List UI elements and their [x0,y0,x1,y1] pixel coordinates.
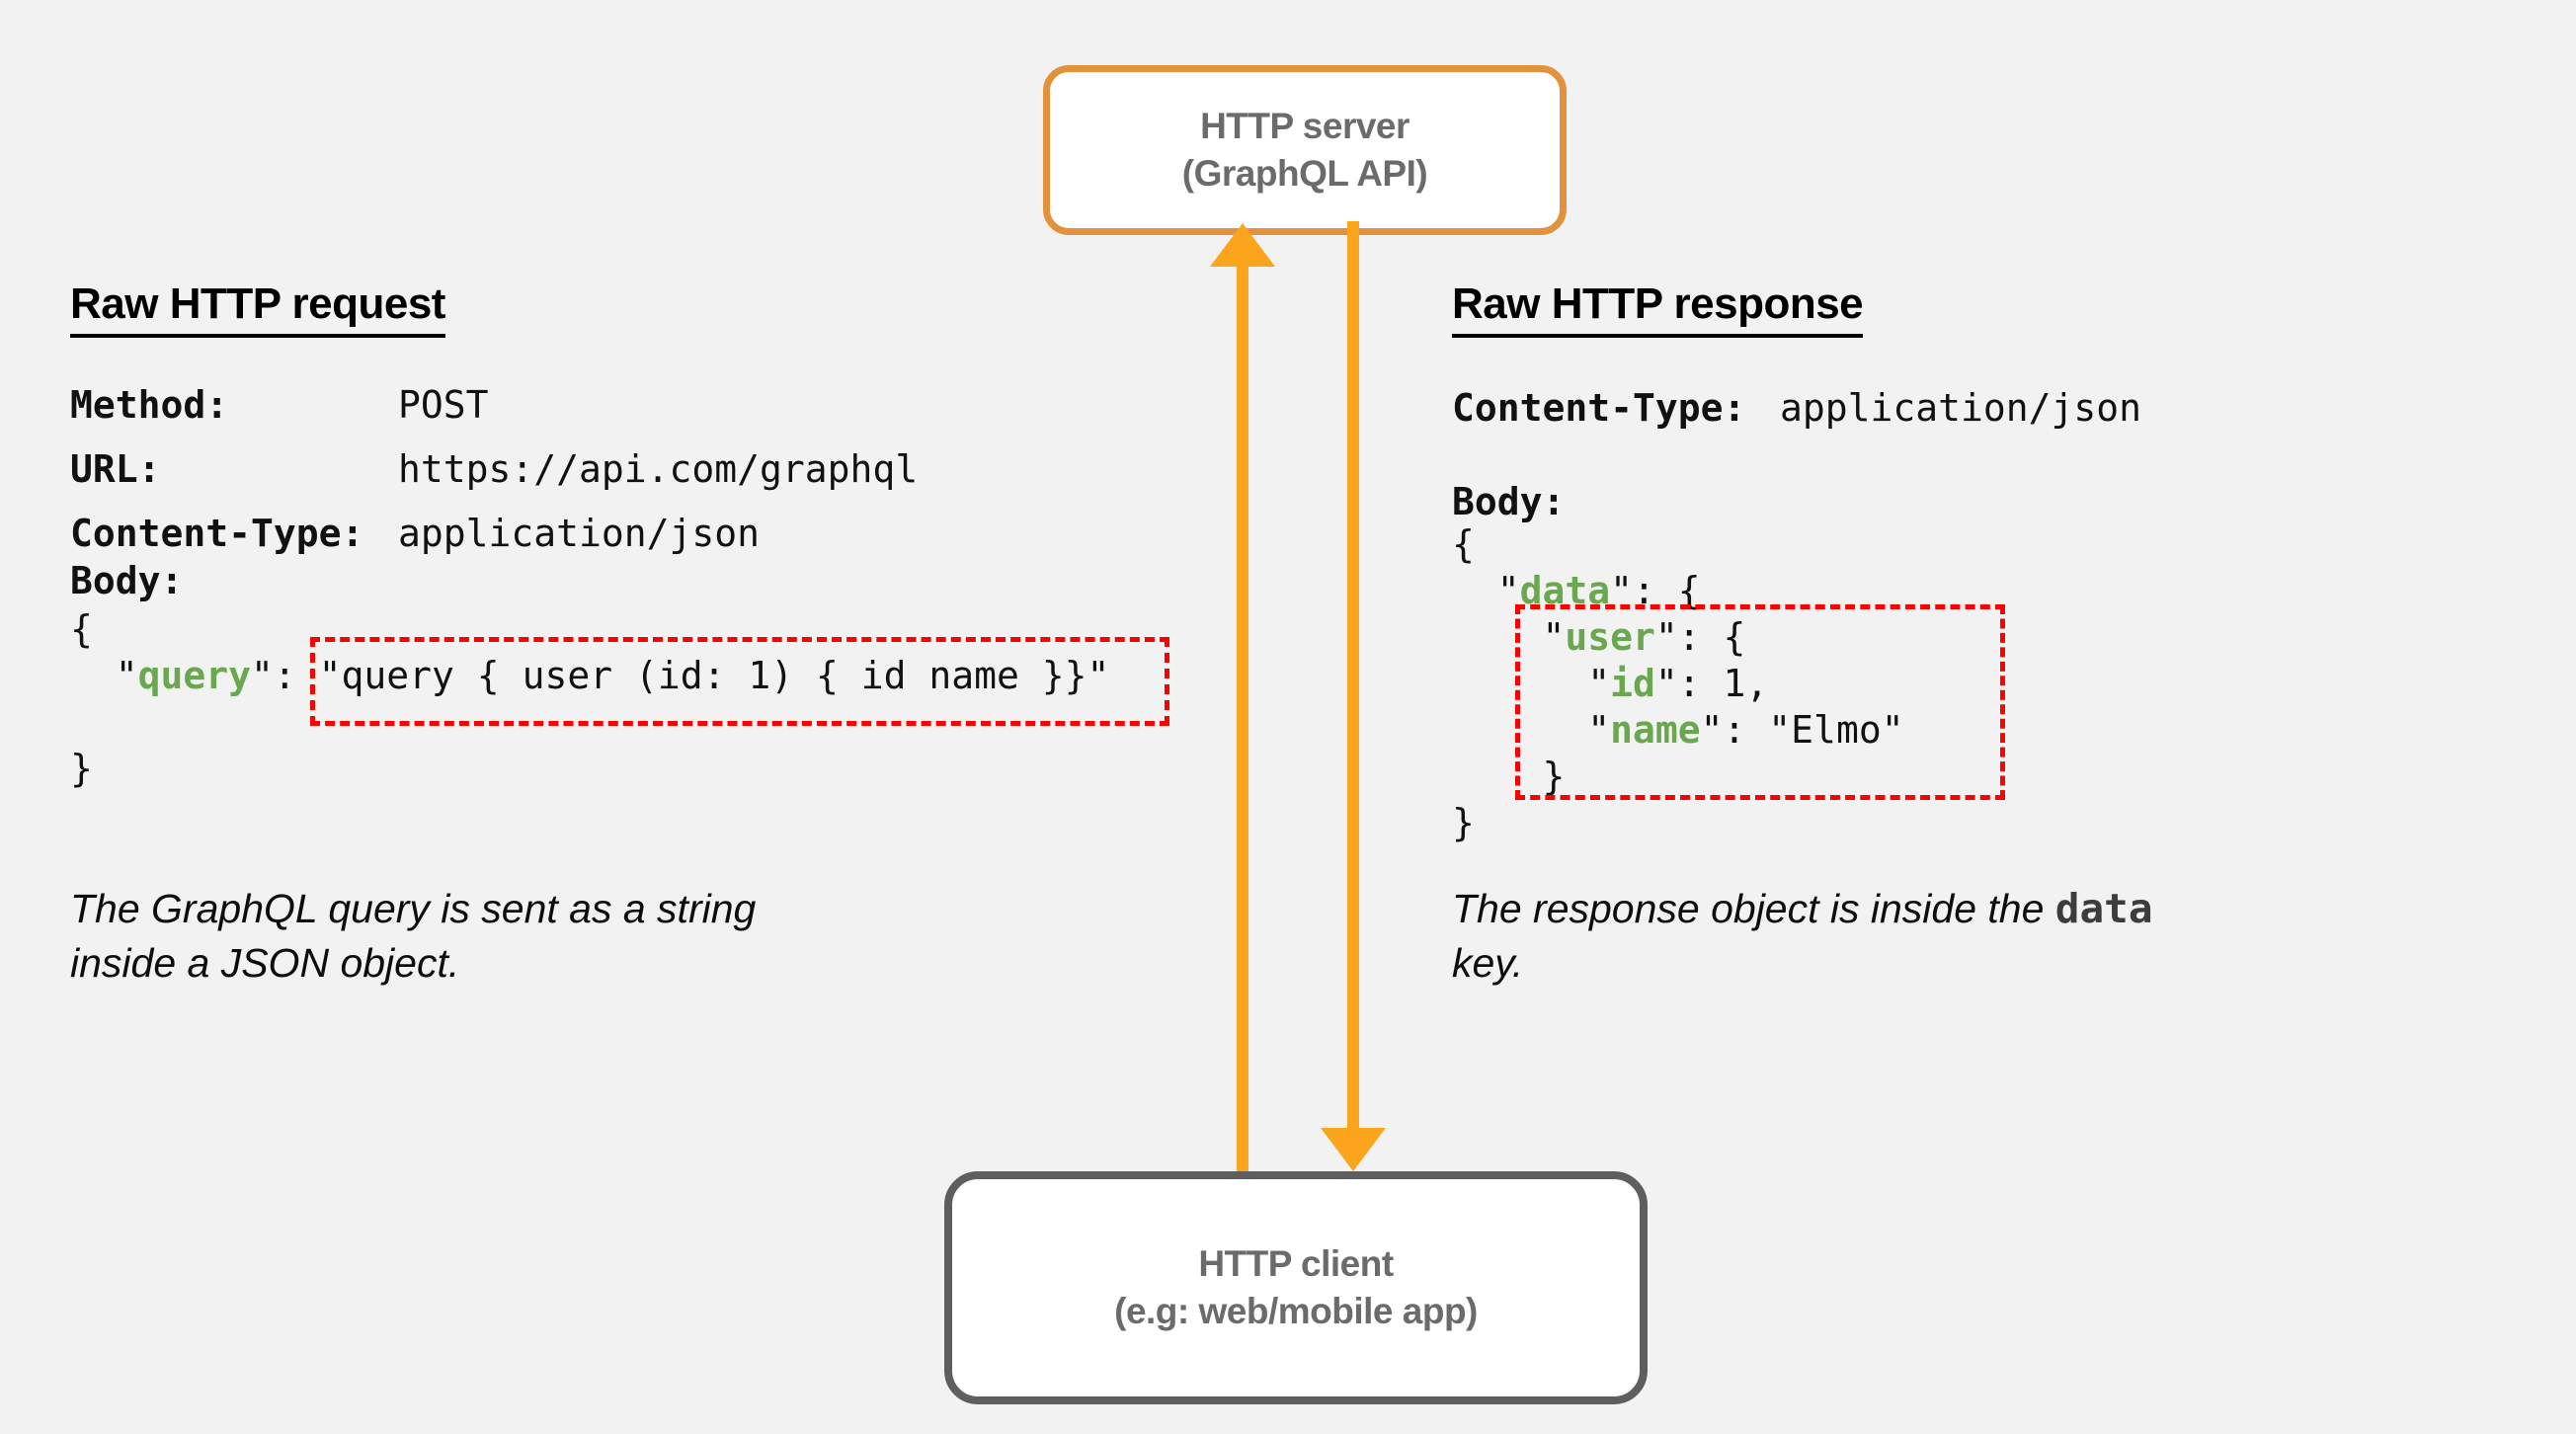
code-segment: } [1452,801,1475,844]
code-line: } [70,746,1109,792]
http-server-box: HTTP server (GraphQL API) [1043,65,1567,235]
json-key: user [1565,615,1655,659]
method-label: Method: [70,383,229,427]
url-value: https://api.com/graphql [398,447,919,491]
code-segment: " [1452,615,1566,659]
response-arrow-line [1347,221,1359,1128]
request-header-row-content-type: Content-Type: application/json [70,502,918,566]
code-segment: } [1452,755,1566,798]
request-caption-line2: inside a JSON object. [70,940,460,986]
request-header-row-url: URL: https://api.com/graphql [70,438,918,502]
request-headers: Method: POST URL: https://api.com/graphq… [70,373,918,566]
response-arrow-down-head-icon [1321,1128,1386,1171]
request-caption-line1: The GraphQL query is sent as a string [70,886,757,931]
client-box-title-line1: HTTP client [1198,1243,1394,1284]
request-body-json: { "query": "query { user (id: 1) { id na… [70,606,1109,792]
json-key: query [137,654,252,697]
response-header-row-content-type: Content-Type: application/json [1452,376,2141,440]
request-body-label: Body: [70,559,184,602]
response-content-type-label: Content-Type: [1452,386,1746,430]
response-caption-line1-text: The response object is inside the [1452,886,2055,931]
code-segment: ": 1, [1654,662,1769,705]
request-header-row-method: Method: POST [70,373,918,438]
http-client-box: HTTP client (e.g: web/mobile app) [944,1171,1648,1404]
request-arrow-up-head-icon [1210,223,1275,267]
url-label: URL: [70,447,161,491]
response-body-label: Body: [1452,480,1566,523]
code-segment: { [1452,522,1475,566]
code-segment: ": { [1610,569,1701,612]
response-caption: The response object is inside the data k… [1452,882,2153,991]
server-box-title-line2: (GraphQL API) [1181,153,1428,194]
code-line: { [1452,521,1904,568]
request-arrow-line [1237,265,1248,1171]
code-line: "user": { [1452,614,1904,661]
code-line [70,699,1109,746]
request-content-type-value: application/json [398,512,761,555]
response-caption-line2: key. [1452,940,1524,986]
json-key: id [1610,662,1655,705]
code-segment: } [70,747,93,790]
code-line: { [70,606,1109,653]
code-line: } [1452,754,1904,800]
method-value: POST [398,383,489,427]
json-key: name [1610,708,1701,752]
response-content-type-value: application/json [1780,386,2142,430]
code-segment: " [1452,662,1611,705]
code-segment: ": "query { user (id: 1) { id name }}" [251,654,1110,697]
request-caption: The GraphQL query is sent as a string in… [70,882,756,991]
code-segment: { [70,607,93,651]
code-segment: " [70,654,138,697]
code-segment: ": { [1654,615,1746,659]
client-box-title-line2: (e.g: web/mobile app) [1114,1291,1478,1331]
code-segment: " [1452,569,1520,612]
request-content-type-label: Content-Type: [70,512,364,555]
code-segment: ": "Elmo" [1700,708,1904,752]
code-line: "name": "Elmo" [1452,707,1904,754]
response-caption-data-keyword: data [2054,885,2153,932]
code-segment: " [1452,708,1611,752]
json-key: data [1519,569,1611,612]
server-box-title-line1: HTTP server [1200,106,1409,146]
code-line: "data": { [1452,568,1904,614]
request-section-title: Raw HTTP request [70,279,445,338]
code-line: "query": "query { user (id: 1) { id name… [70,653,1110,699]
response-body-json: { "data": { "user": { "id": 1, "name": "… [1452,521,1904,846]
code-line: } [1452,800,1904,846]
response-section-title: Raw HTTP response [1452,279,1864,338]
response-headers: Content-Type: application/json [1452,376,2141,440]
code-line: "id": 1, [1452,661,1904,707]
